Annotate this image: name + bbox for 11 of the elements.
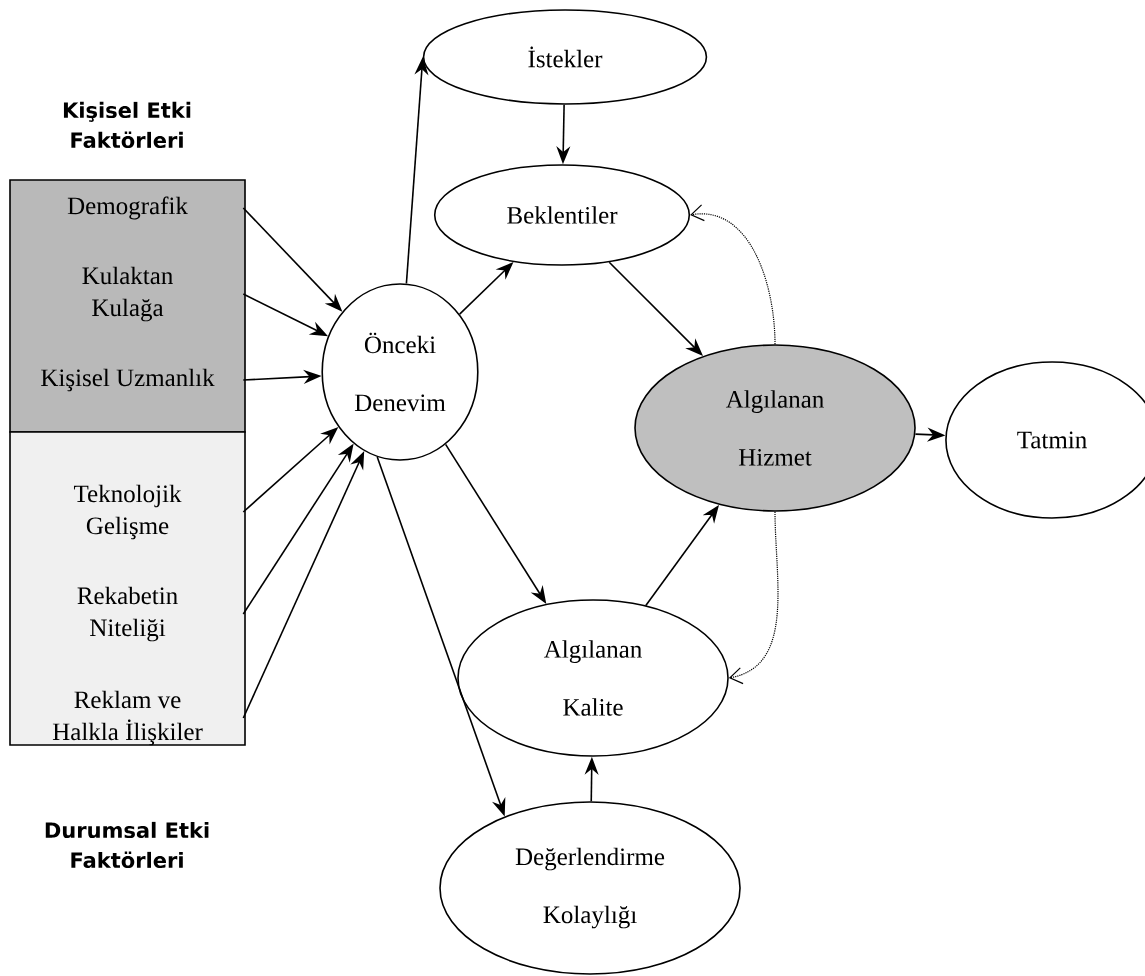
factor-label: Demografik (67, 196, 188, 220)
arrow (728, 511, 779, 685)
panel-heading: Kişisel Etki Faktörleri (63, 101, 191, 149)
arrow (608, 261, 703, 356)
factor-label: Kişisel Uzmanlık (41, 368, 215, 392)
factor-label: Reklam ve Halkla İlişkiler (52, 690, 203, 746)
panel-heading: Durumsal Etki Faktörleri (45, 821, 209, 869)
factor-label: Rekabetin Niteliği (77, 586, 178, 642)
arrow (690, 204, 776, 345)
factor-label: Teknolojik Gelişme (74, 484, 182, 540)
factor-label: Kulaktan Kulağa (82, 266, 173, 322)
